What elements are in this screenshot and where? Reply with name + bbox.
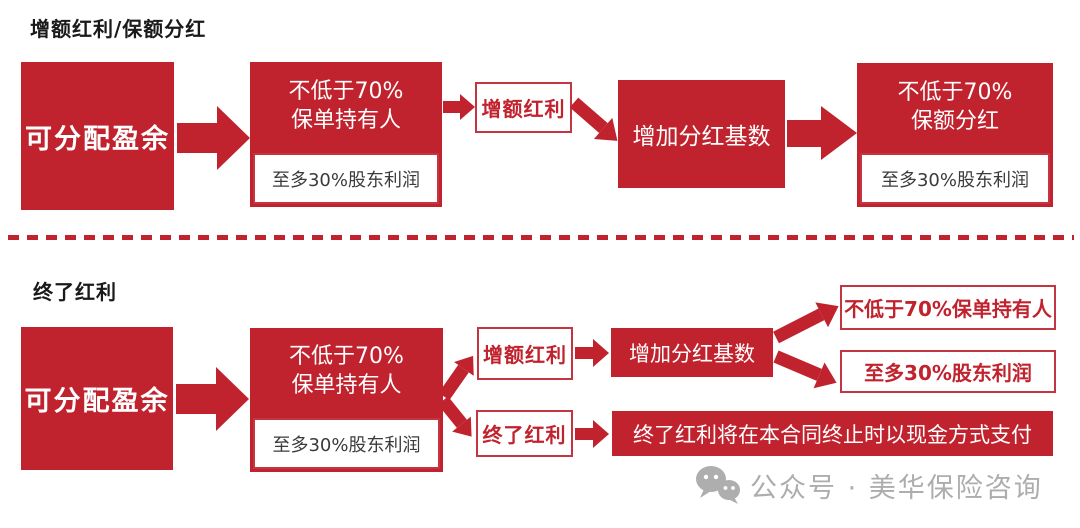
shareholder-profit-sub-box: 至多30%股东利润: [253, 153, 439, 204]
arrow-right-icon: [177, 106, 250, 170]
result-policyholder-box: 不低于70%保单持有人: [840, 285, 1056, 330]
shareholder-profit-sub-box: 至多30%股东利润: [253, 418, 440, 469]
annual-dividend-label-bottom: 增额红利: [477, 327, 573, 380]
policyholder-split-box-bottom: 不低于70% 保单持有人 至多30%股东利润: [250, 328, 443, 472]
bonus-line1: 不低于70%: [897, 80, 1013, 106]
distributable-surplus-box-bottom: 可分配盈余: [21, 327, 173, 470]
bonus-line2: 保额分红: [910, 109, 999, 134]
watermark-text: 公众号 · 美华保险咨询: [750, 472, 1043, 504]
arrow-up-right-icon: [773, 308, 825, 344]
arrow-right-icon: [787, 106, 857, 160]
arrow-down-right-icon: [569, 97, 608, 133]
shareholder-profit-sub-box: 至多30%股东利润: [860, 153, 1050, 204]
increase-base-box-top: 增加分红基数: [618, 80, 785, 188]
terminal-dividend-label: 终了红利: [476, 410, 573, 457]
distributable-surplus-label: 可分配盈余: [25, 123, 170, 155]
arrow-right-icon: [575, 339, 609, 367]
terminal-payment-box: 终了红利将在本合同终止时以现金方式支付: [612, 411, 1053, 456]
result-shareholder-box: 至多30%股东利润: [840, 350, 1056, 393]
distributable-surplus-box-top: 可分配盈余: [21, 62, 174, 210]
dashed-divider: [8, 235, 1074, 240]
policyholder-line2: 保单持有人: [291, 372, 402, 398]
arrow-down-right-icon: [773, 350, 822, 381]
watermark: 公众号 · 美华保险咨询: [694, 465, 1043, 505]
annual-dividend-label-top: 增额红利: [475, 82, 572, 133]
policyholder-line1: 不低于70%: [288, 79, 404, 105]
policyholder-line2: 保单持有人: [290, 108, 401, 133]
policyholder-split-box-top: 不低于70% 保单持有人 至多30%股东利润: [250, 62, 442, 207]
arrow-right-icon: [176, 367, 249, 431]
distributable-surplus-label: 可分配盈余: [24, 386, 170, 417]
bonus-split-box-top: 不低于70% 保额分红 至多30%股东利润: [857, 63, 1053, 207]
arrow-up-right-icon: [438, 364, 469, 401]
policyholder-share-label: 不低于70% 保单持有人: [250, 328, 443, 415]
policyholder-share-label: 不低于70% 保单持有人: [250, 62, 442, 152]
section-title-annual: 增额红利/保额分红: [30, 17, 207, 41]
bonus-share-label: 不低于70% 保额分红: [857, 63, 1053, 153]
wechat-icon: [694, 465, 742, 505]
section-title-terminal: 终了红利: [33, 280, 117, 304]
arrow-right-icon: [575, 420, 609, 448]
policyholder-line1: 不低于70%: [289, 343, 404, 369]
arrow-right-icon: [443, 94, 475, 120]
increase-base-box-bottom: 增加分红基数: [611, 328, 773, 377]
